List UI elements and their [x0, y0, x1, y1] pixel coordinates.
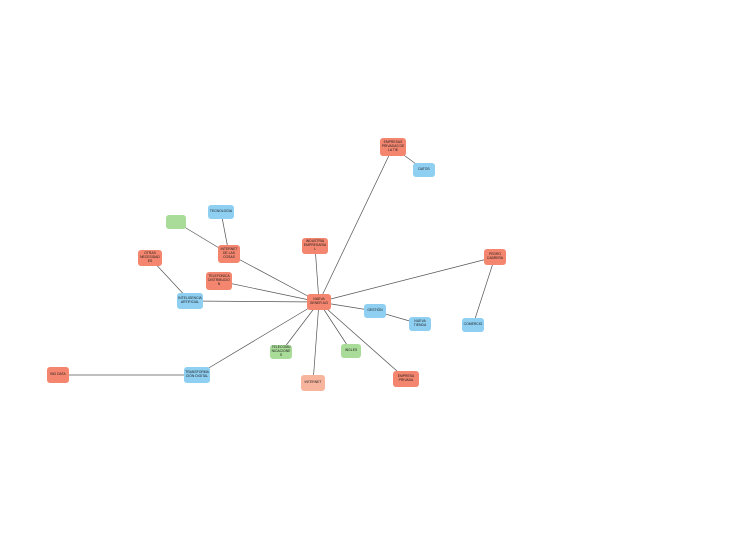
- node-datos[interactable]: DATOS: [413, 163, 435, 177]
- node-tecnologia[interactable]: TECNOLOGIA: [208, 205, 234, 219]
- edge-center-industria: [314, 245, 320, 303]
- node-center[interactable]: NUEVA GENER ACI: [307, 294, 331, 310]
- node-teleco[interactable]: TELECOMUNICACIONES: [270, 345, 292, 359]
- node-empresas[interactable]: EMPRESAS PRIVADAS DE LA TIE: [380, 138, 406, 156]
- node-otras[interactable]: OTRAS NECESIDADES: [138, 250, 162, 266]
- edge-center-emp2: [318, 301, 407, 380]
- node-inteligencia[interactable]: INTELIGENCIA ARTIFICIAL: [177, 293, 203, 309]
- edge-center-teleco: [280, 301, 320, 353]
- node-internet[interactable]: INTERNET DE LAS COSAS: [218, 245, 240, 263]
- node-transf[interactable]: TRANSFORMACIÓN DIGITAL: [184, 367, 210, 383]
- edge-center-empresas: [318, 146, 394, 303]
- node-teldistr[interactable]: TELEFONICA DISTRIBUCION: [206, 272, 232, 290]
- node-internetp[interactable]: INTERNET: [301, 375, 325, 391]
- node-bigdata[interactable]: BIG DATA: [47, 367, 69, 383]
- edge-center-ingles: [318, 301, 352, 352]
- edge-center-inteligencia: [189, 300, 320, 303]
- node-emp2[interactable]: EMPRESA PRIVADA: [393, 371, 419, 387]
- edge-center-internet: [228, 253, 320, 303]
- node-industria[interactable]: INDUSTRIA EMPRESARIAL: [302, 238, 328, 254]
- node-nueva[interactable]: NUEVA TIENDA: [409, 317, 431, 331]
- edge-center-internetp: [312, 301, 320, 384]
- edge-center-pedroc: [318, 256, 496, 303]
- edge-center-teldistr: [218, 280, 320, 303]
- node-pedroc[interactable]: PEDRO CABRERA: [484, 249, 506, 265]
- node-ingles[interactable]: INGLES: [341, 344, 361, 358]
- edge-pedroc-comercio: [472, 256, 496, 326]
- node-iapink[interactable]: [166, 215, 186, 229]
- node-comercio[interactable]: COMERCIO: [462, 318, 484, 332]
- node-gestion[interactable]: GESTIÓN: [364, 304, 386, 318]
- edge-center-transf: [196, 301, 320, 376]
